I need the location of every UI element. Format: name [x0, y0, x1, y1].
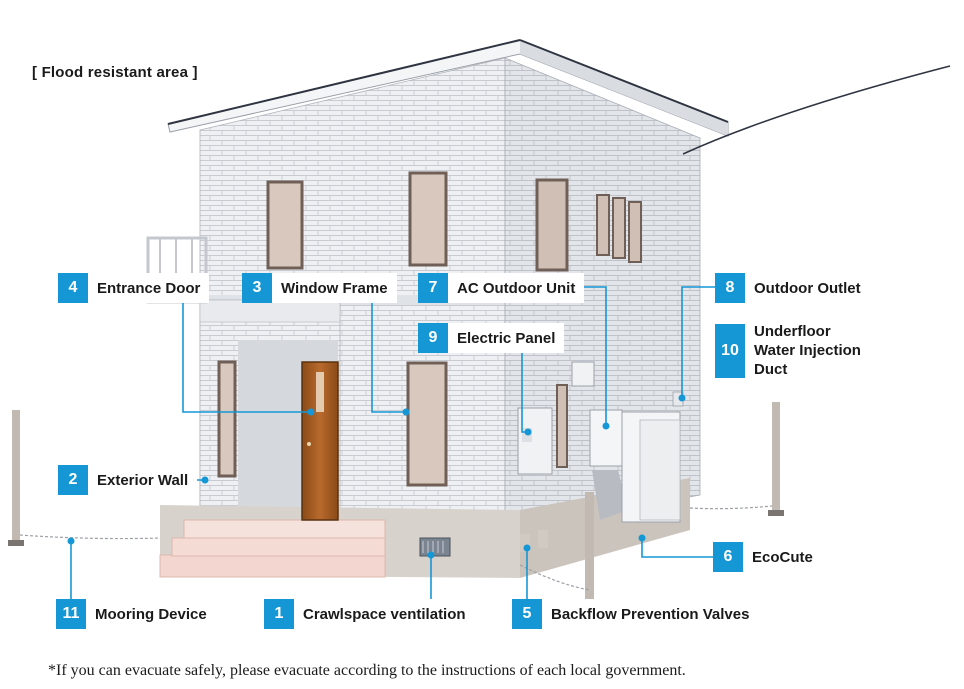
callout-label: Underfloor Water Injection Duct: [754, 323, 861, 378]
callout-entrance-door: 4 Entrance Door: [58, 273, 210, 303]
leader-line-window-frame: [371, 302, 406, 413]
entrance-door-illustration: [301, 361, 339, 521]
callout-electric-panel: 9 Electric Panel: [418, 323, 565, 353]
callout-number-badge: 8: [715, 273, 745, 303]
callout-label: Outdoor Outlet: [754, 279, 861, 297]
callout-number-badge: 1: [264, 599, 294, 629]
callout-number-badge: 9: [418, 323, 448, 353]
flood-resistant-area-heading: [ Flood resistant area ]: [32, 64, 198, 81]
callout-ac-outdoor-unit: 7 AC Outdoor Unit: [418, 273, 585, 303]
callout-ecocute: 6 EcoCute: [713, 542, 822, 572]
callout-backflow-prevention-valves: 5 Backflow Prevention Valves: [512, 599, 759, 629]
evacuation-footnote: *If you can evacuate safely, please evac…: [48, 662, 686, 679]
callout-number-badge: 11: [56, 599, 86, 629]
callout-label: Backflow Prevention Valves: [551, 605, 750, 623]
callout-outdoor-outlet: 8 Outdoor Outlet: [715, 273, 870, 303]
windows: [217, 171, 642, 487]
leader-dots: [67, 394, 686, 559]
callout-number-badge: 3: [242, 273, 272, 303]
callout-number-badge: 2: [58, 465, 88, 495]
callout-exterior-wall: 2 Exterior Wall: [58, 465, 198, 495]
roof: [167, 39, 729, 137]
equipment: [419, 361, 684, 557]
leader-line-ecocute: [641, 538, 713, 558]
callout-label: Entrance Door: [97, 279, 201, 297]
callout-number-badge: 7: [418, 273, 448, 303]
callout-number-badge: 4: [58, 273, 88, 303]
leader-line-outdoor-outlet: [681, 286, 715, 398]
callout-label: AC Outdoor Unit: [457, 279, 576, 297]
callout-label: Mooring Device: [95, 605, 207, 623]
callout-label: Exterior Wall: [97, 471, 189, 489]
callout-label: Crawlspace ventilation: [303, 605, 466, 623]
callout-mooring-device: 11 Mooring Device: [56, 599, 216, 629]
leader-line-entrance-door: [182, 302, 311, 413]
callout-crawlspace-ventilation: 1 Crawlspace ventilation: [264, 599, 475, 629]
callout-label: Electric Panel: [457, 329, 556, 347]
callout-underfloor-water-injection-duct: 10 Underfloor Water Injection Duct: [715, 322, 883, 379]
callout-number-badge: 10: [715, 323, 745, 378]
entrance-steps: [159, 519, 386, 578]
callout-label: EcoCute: [752, 548, 813, 566]
callout-label: Window Frame: [281, 279, 388, 297]
callout-number-badge: 6: [713, 542, 743, 572]
mooring-device-illustration: [8, 65, 951, 620]
callout-window-frame: 3 Window Frame: [242, 273, 397, 303]
callout-number-badge: 5: [512, 599, 542, 629]
